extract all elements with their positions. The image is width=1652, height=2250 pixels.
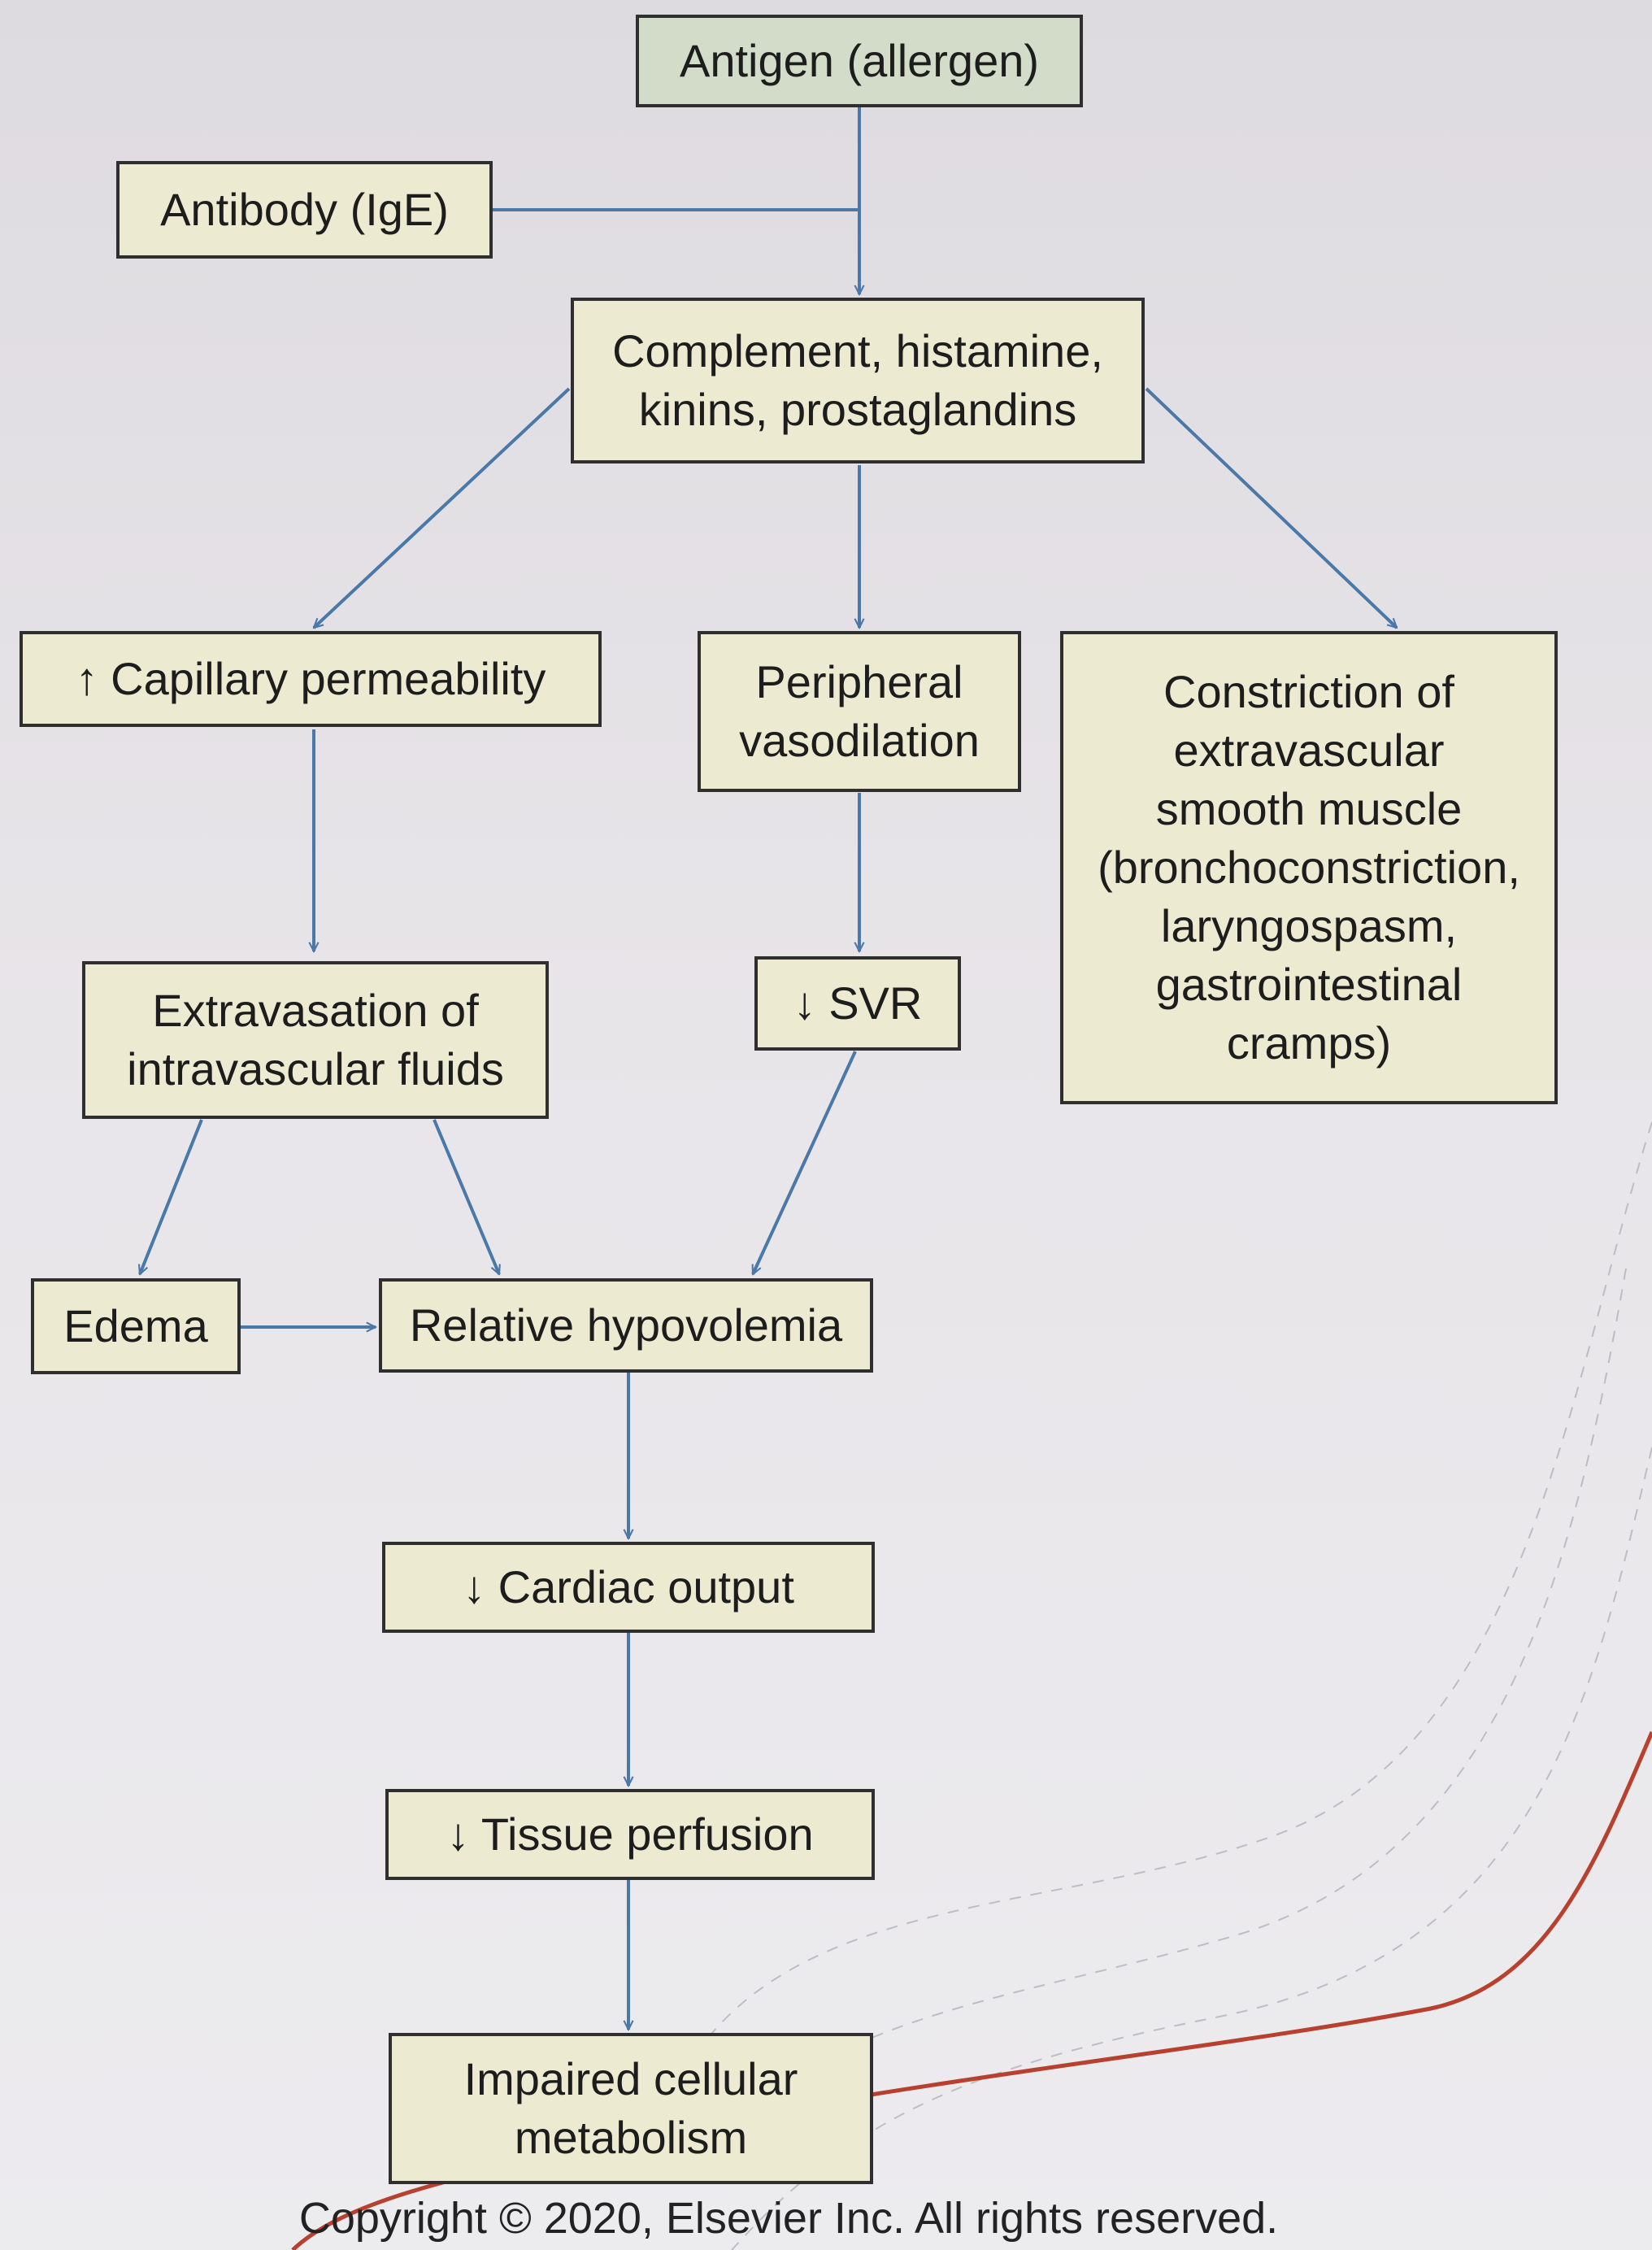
antibody-box: Antibody (IgE) [116, 161, 493, 259]
smooth-muscle-constriction-label: Constriction of extravascular smooth mus… [1098, 666, 1520, 1068]
svr-box: ↓ SVR [754, 956, 961, 1051]
cardiac-output-label: ↓ Cardiac output [463, 1561, 794, 1612]
capillary-permeability-label: ↑ Capillary permeability [75, 653, 546, 704]
antigen-label: Antigen (allergen) [679, 35, 1040, 86]
edema-label: Edema [63, 1300, 208, 1351]
cellular-metabolism-box: Impaired cellular metabolism [389, 2033, 873, 2184]
copyright-notice: Copyright © 2020, Elsevier Inc. All righ… [298, 2194, 1279, 2243]
arrow-svr-to-hypovolemia [751, 1051, 857, 1274]
cellular-metabolism-label: Impaired cellular metabolism [463, 2053, 798, 2163]
peripheral-vasodilation-box: Peripheral vasodilation [698, 631, 1021, 792]
relative-hypovolemia-box: Relative hypovolemia [379, 1278, 873, 1373]
smooth-muscle-constriction-box: Constriction of extravascular smooth mus… [1060, 631, 1558, 1104]
antigen-box: Antigen (allergen) [636, 15, 1083, 107]
mediators-label: Complement, histamine, kinins, prostagla… [612, 325, 1103, 435]
peripheral-vasodilation-label: Peripheral vasodilation [739, 656, 980, 766]
edema-box: Edema [31, 1278, 241, 1374]
mediators-box: Complement, histamine, kinins, prostagla… [571, 298, 1145, 463]
tissue-perfusion-label: ↓ Tissue perfusion [446, 1808, 814, 1860]
arrow-extravasation-to-hypovolemia [433, 1119, 499, 1274]
capillary-permeability-box: ↑ Capillary permeability [20, 631, 602, 727]
cardiac-output-box: ↓ Cardiac output [382, 1542, 875, 1633]
arrow-mediators-to-capillary [314, 387, 571, 628]
extravasation-label: Extravasation of intravascular fluids [127, 985, 504, 1095]
antibody-label: Antibody (IgE) [160, 184, 449, 235]
arrow-mediators-to-constriction [1145, 387, 1397, 628]
background-dashed-lines [698, 1121, 1652, 2250]
tissue-perfusion-box: ↓ Tissue perfusion [385, 1789, 875, 1880]
relative-hypovolemia-label: Relative hypovolemia [409, 1299, 843, 1351]
svr-label: ↓ SVR [793, 977, 923, 1029]
extravasation-box: Extravasation of intravascular fluids [82, 961, 549, 1119]
arrow-extravasation-to-edema [140, 1119, 203, 1274]
